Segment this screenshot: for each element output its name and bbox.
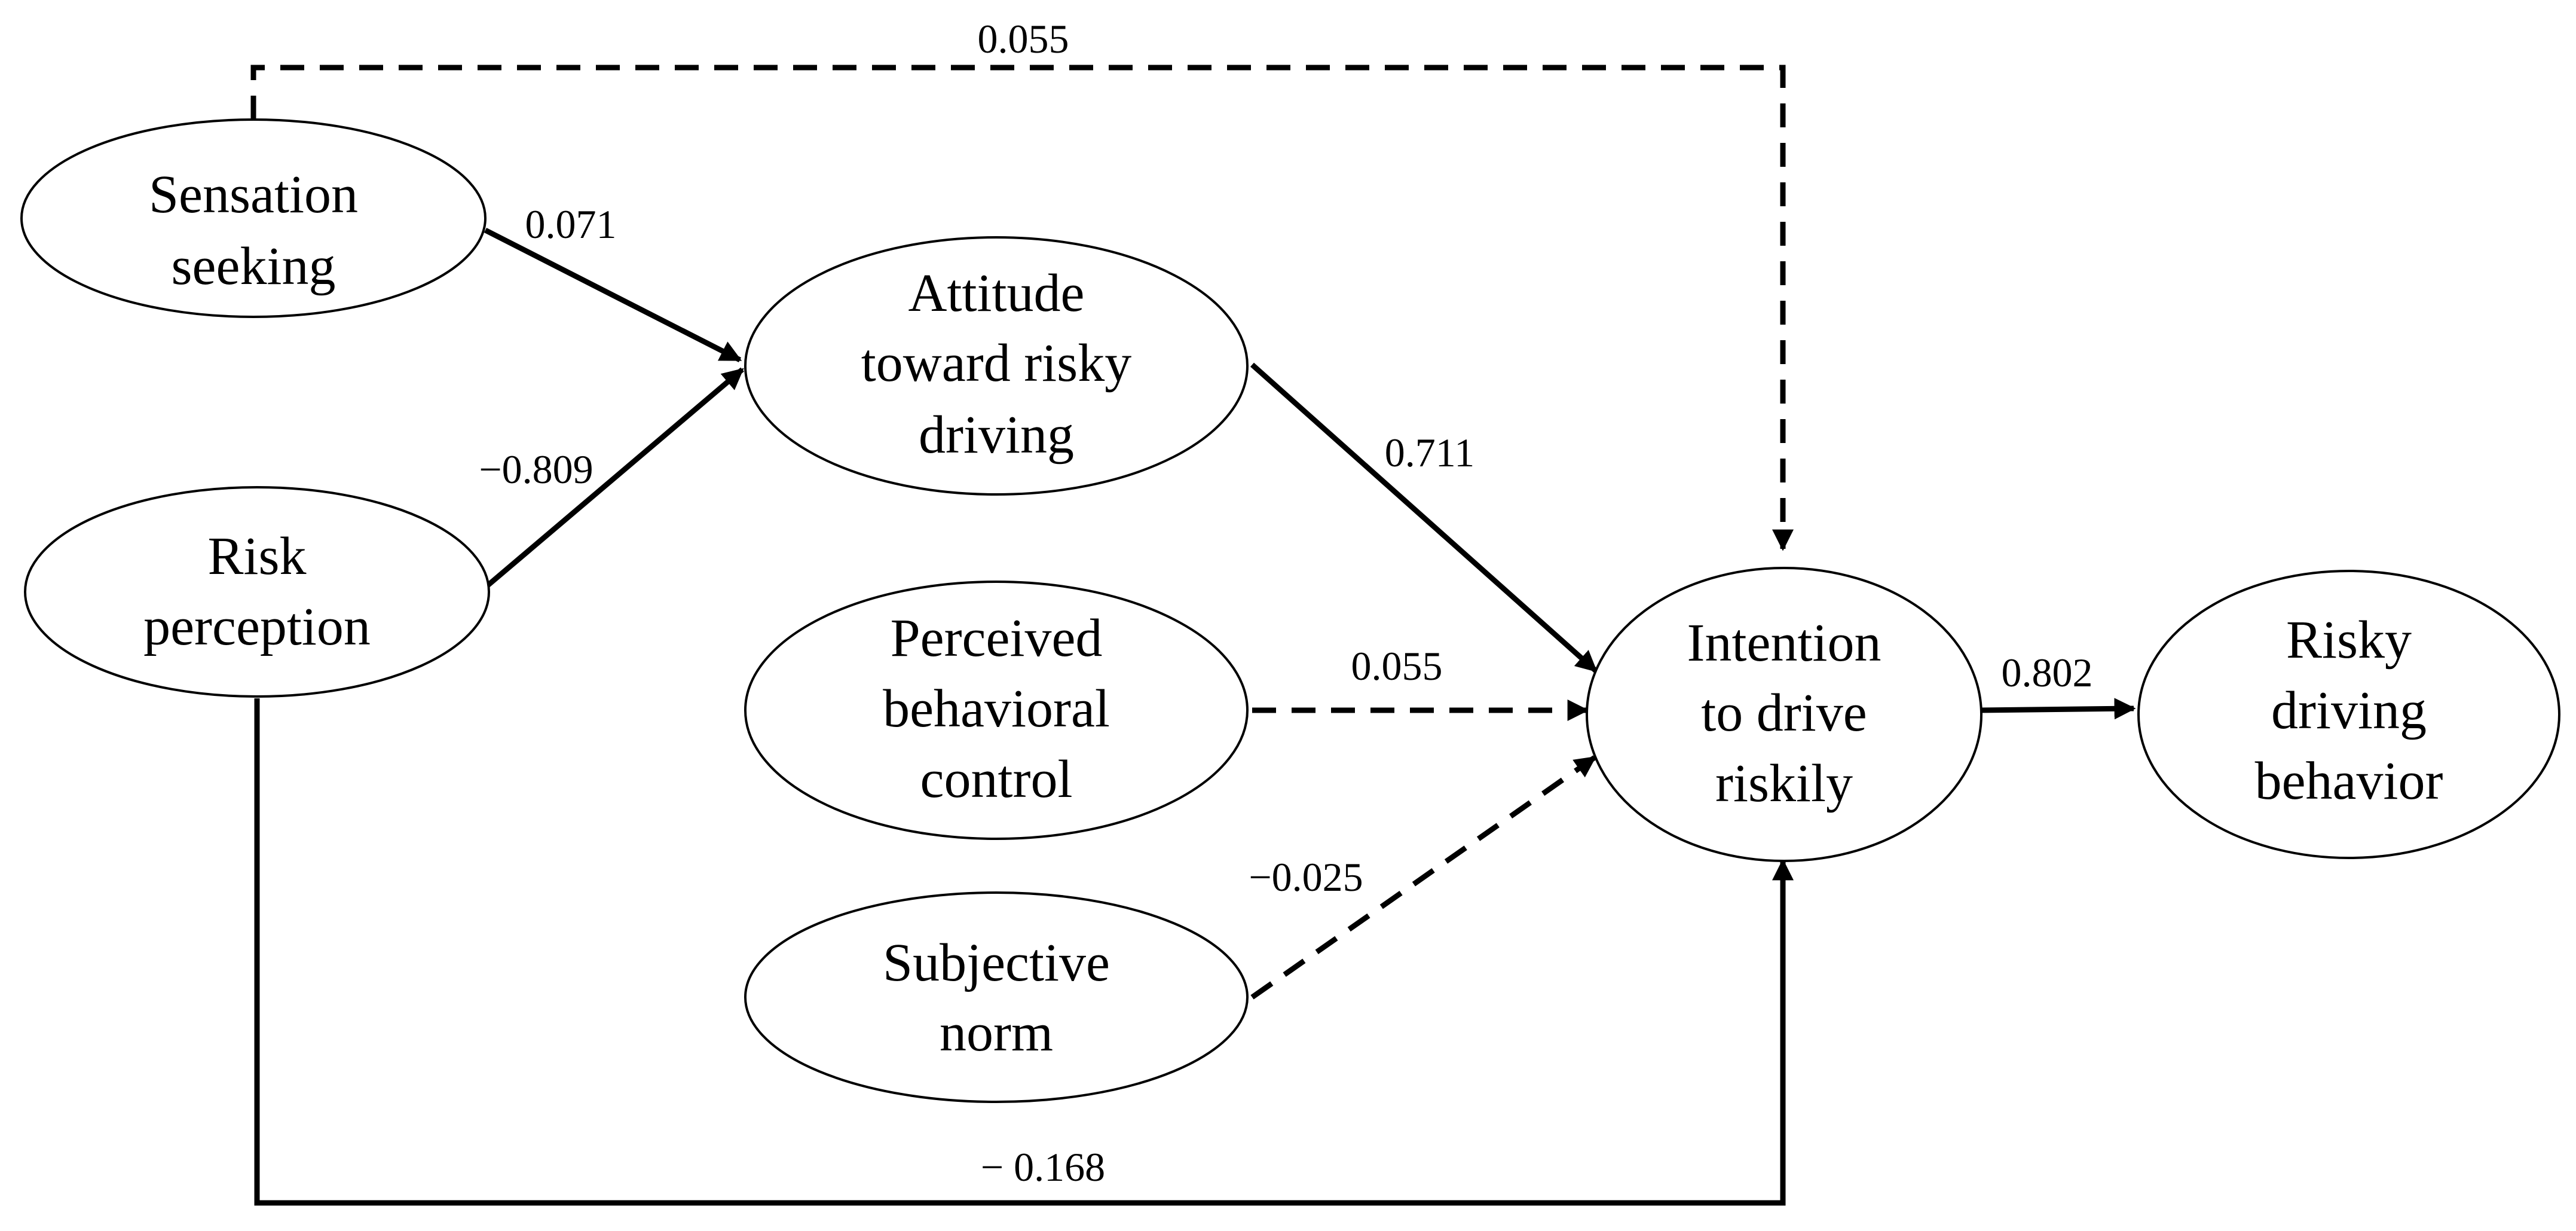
path-sensation-to-attitude bbox=[484, 227, 742, 363]
coef-attitude-to-intention: 0.711 bbox=[1385, 430, 1474, 475]
node-label-line: toward risky bbox=[861, 334, 1131, 393]
coef-risk-to-attitude: −0.809 bbox=[479, 447, 593, 492]
node-label-line: seeking bbox=[172, 237, 336, 296]
path-risk-to-attitude bbox=[485, 367, 744, 588]
node-label-line: Intention bbox=[1687, 613, 1881, 673]
node-attitude: Attitude toward risky driving bbox=[744, 236, 1249, 496]
node-label-line: Perceived bbox=[891, 609, 1103, 668]
node-label-line: riskily bbox=[1715, 754, 1853, 813]
node-risky-driving-behavior: Risky driving behavior bbox=[2137, 570, 2560, 859]
path-sensation-to-intention bbox=[250, 65, 1794, 551]
coef-sensation-to-intention: 0.055 bbox=[978, 16, 1069, 62]
coef-risk-to-intention: − 0.168 bbox=[981, 1144, 1105, 1190]
coef-sensation-to-attitude: 0.071 bbox=[525, 201, 617, 247]
node-label-line: behavior bbox=[2255, 752, 2443, 811]
node-risk-perception: Risk perception bbox=[24, 486, 490, 698]
path-risk-to-intention bbox=[254, 698, 1794, 1206]
node-label-line: Attitude bbox=[908, 264, 1085, 323]
node-label-line: behavioral bbox=[883, 679, 1110, 738]
node-label-line: control bbox=[920, 750, 1073, 809]
node-label-line: to drive bbox=[1701, 683, 1867, 743]
node-label-line: Risk bbox=[207, 527, 306, 586]
node-label-line: Subjective bbox=[883, 933, 1110, 992]
node-sensation-seeking: Sensation seeking bbox=[20, 118, 487, 318]
path-norm-to-intention bbox=[1250, 755, 1596, 1000]
path-attitude-to-intention bbox=[1250, 362, 1598, 673]
node-label-line: Sensation bbox=[149, 165, 358, 224]
node-label-line: norm bbox=[940, 1003, 1053, 1062]
node-label-line: driving bbox=[919, 405, 1074, 465]
node-perceived-control: Perceived behavioral control bbox=[744, 581, 1249, 840]
node-label-line: perception bbox=[143, 597, 371, 656]
coef-control-to-intention: 0.055 bbox=[1351, 643, 1443, 689]
path-intention-to-behavior bbox=[1979, 698, 2136, 720]
coef-norm-to-intention: −0.025 bbox=[1249, 854, 1363, 900]
coef-intention-to-behavior: 0.802 bbox=[2002, 650, 2093, 695]
node-subjective-norm: Subjective norm bbox=[744, 891, 1249, 1103]
node-intention: Intention to drive riskily bbox=[1586, 567, 1983, 862]
node-label-line: driving bbox=[2271, 681, 2427, 740]
node-label-line: Risky bbox=[2286, 610, 2412, 670]
